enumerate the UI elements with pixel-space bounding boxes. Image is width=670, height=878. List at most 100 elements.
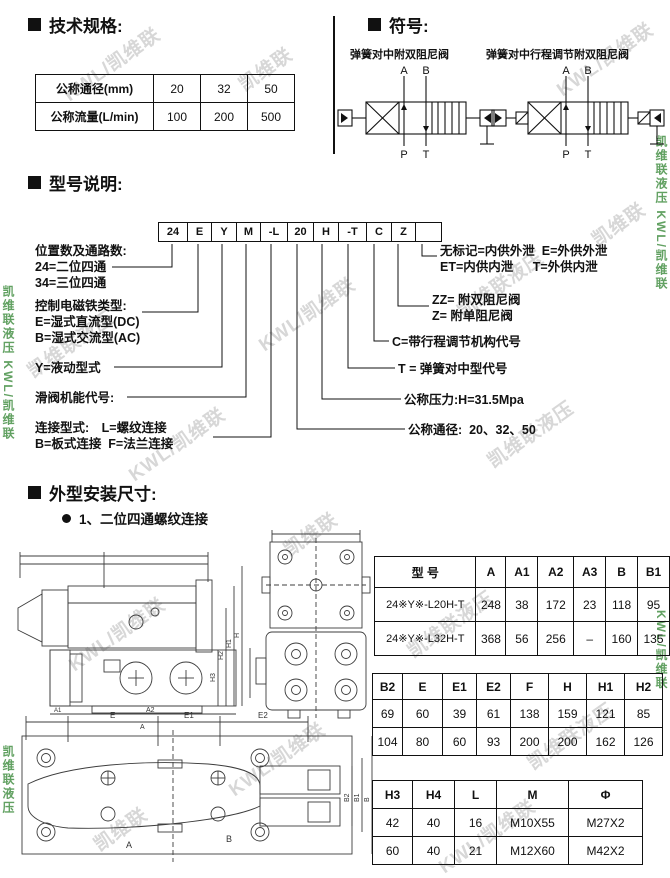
table-header-cell: B1 [637,556,670,588]
table-cell: 160 [605,621,639,656]
table-cell: 24※Y※-L32H-T [373,621,477,656]
dim-h3-label: H3 [210,673,217,682]
dim-b-label: B [364,797,371,802]
table-header-cell: B [605,556,639,588]
symbol-left-label: 弹簧对中附双阻尼阀 [350,49,449,61]
table-cell: 256 [537,621,575,656]
label-spring-centered-code: T = 弹簧对中型代号 [398,362,508,376]
table-cell: 24※Y※-L20H-T [373,587,477,622]
table-cell: 200 [510,727,549,756]
port-p-label: P [400,149,407,161]
model-code-segment: -T [337,222,368,242]
port-b-label: B [584,65,591,77]
plan-view-outline: A B [21,730,353,862]
label-stroke-adjust-code: C=带行程调节机构代号 [392,335,521,349]
model-desc-heading: 型号说明: [28,170,123,195]
section-marker-icon [28,176,41,189]
port-a-label: A [562,65,570,77]
table-cell: 162 [586,727,625,756]
dim-e1-label: E1 [184,711,194,720]
table-header-cell: M [496,780,569,809]
dim-h1-label: H1 [226,639,233,648]
model-code-boxes: 24 E Y M -L 20 H -T C Z [158,222,442,242]
table-cell: 38 [505,587,539,622]
table-cell: 118 [605,587,639,622]
table-header-cell: A1 [505,556,539,588]
watermark: KWL/凯维联 [255,274,360,357]
table-cell: 60 [402,699,443,728]
port-a-mark: A [126,840,132,850]
side-view-dimensions: H3 H2 H1 H A1 A2 A [50,566,243,731]
label-hydraulic-type: Y=液动型式 [35,361,101,375]
table-cell: 368 [475,621,507,656]
table-cell: 60 [372,836,413,865]
table-header-cell: H3 [372,780,413,809]
label-nominal-diameter: 公称通径: 20、32、50 [408,423,536,437]
side-view-drawing: H3 H2 H1 H A1 A2 A [17,552,243,731]
table-cell: 40 [412,836,455,865]
port-b-label: B [422,65,429,77]
section-marker-icon [28,486,41,499]
table-cell: M12X60 [496,836,569,865]
model-code-segment: C [366,222,392,242]
side-view-outline [17,552,237,714]
table-header-cell: A3 [573,556,607,588]
table-cell: 69 [372,699,403,728]
table-cell: 135 [637,621,670,656]
table-header-cell: E [402,673,443,700]
install-dims-bullet: 1、二位四通螺纹连接 [62,508,208,528]
table-cell: 159 [548,699,587,728]
model-desc-heading-text: 型号说明: [49,175,123,194]
dim-a1-label: A1 [54,708,62,714]
dim-b1-label: B1 [354,793,361,802]
table-cell: 42 [372,808,413,837]
dim-e-label: E [110,711,115,720]
table-header-cell: H1 [586,673,625,700]
section-marker-icon [28,18,41,31]
table-cell: 85 [624,699,663,728]
model-code-segment: E [186,222,213,242]
table-header-cell: H [548,673,587,700]
table-cell: 公称流量(L/min) [35,102,154,131]
symbol-right-label: 弹簧对中行程调节附双阻尼阀 [486,49,629,61]
label-nominal-pressure: 公称压力:H=31.5Mpa [404,393,524,407]
end-view-outline [249,530,371,719]
port-b-mark: B [226,834,232,844]
table-cell: M27X2 [568,808,643,837]
table-header-cell: Φ [568,780,643,809]
valve-symbol-body: A B P T [337,65,495,161]
dim-h-label: H [234,633,241,638]
section-marker-icon [368,18,381,31]
valve-symbol-body: A B P T [491,65,665,161]
tech-specs-heading-text: 技术规格: [49,17,123,36]
table-cell: 138 [510,699,549,728]
valve-symbol-stroke-adjust: A B P T [491,65,665,161]
model-code-segment: 20 [286,222,315,242]
dim-e2-label: E2 [258,711,268,720]
model-code-segment: M [235,222,262,242]
table-cell: 50 [247,74,295,103]
table-header-cell: 型 号 [373,556,477,588]
table-header-cell: B2 [372,673,403,700]
table-cell: 39 [442,699,477,728]
end-view-drawing [249,530,371,719]
table-header-cell: E2 [476,673,511,700]
port-t-label: T [423,149,430,161]
table-header-cell: L [454,780,497,809]
port-p-label: P [562,149,569,161]
table-cell: 200 [200,102,248,131]
